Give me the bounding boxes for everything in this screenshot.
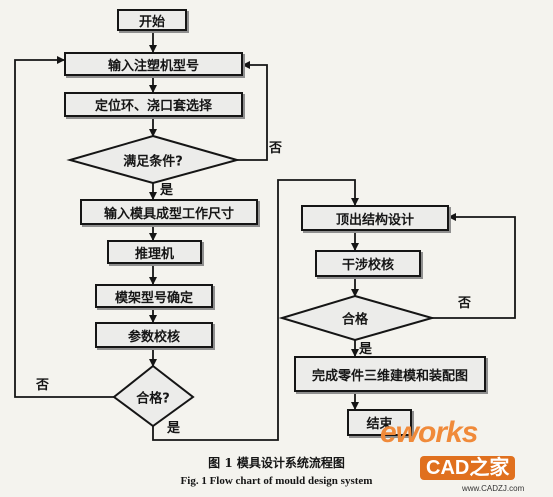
start-box: 开始 bbox=[117, 9, 187, 31]
input-machine-model-box: 输入注塑机型号 bbox=[64, 52, 243, 76]
figure-caption-english: Fig. 1 Flow chart of mould design system bbox=[180, 475, 373, 487]
input-mould-size-box: 输入模具成型工作尺寸 bbox=[80, 199, 258, 225]
interference-check-box: 干涉校核 bbox=[315, 250, 421, 277]
param-check-box: 参数校核 bbox=[95, 322, 213, 348]
figure-caption-chinese: 图 1 模具设计系统流程图 bbox=[208, 456, 345, 470]
decision-qualified-right bbox=[278, 294, 436, 342]
watermark-eworks-logo: eworks bbox=[380, 416, 478, 449]
no-label-qualified-left: 否 bbox=[36, 378, 50, 393]
yes-label-qualified-right: 是 bbox=[359, 342, 373, 357]
watermark-cad-logo: CAD之家 bbox=[420, 456, 516, 480]
decision-condition-label: 满足条件? bbox=[123, 154, 183, 170]
inference-engine-box: 推理机 bbox=[107, 240, 202, 264]
model-3d-assembly-box: 完成零件三维建模和装配图 bbox=[294, 356, 486, 392]
decision-qualified-right-label: 合格 bbox=[341, 312, 369, 328]
decision-condition bbox=[66, 134, 241, 185]
locate-ring-select-box: 定位环、浇口套选择 bbox=[64, 92, 243, 117]
watermark-url: www.CADZJ.com bbox=[462, 484, 525, 493]
mould-frame-select-box: 模架型号确定 bbox=[95, 284, 213, 308]
no-label-qualified-right: 否 bbox=[458, 296, 472, 311]
no-label-condition: 否 bbox=[269, 141, 283, 156]
yes-label-condition: 是 bbox=[160, 183, 174, 198]
decision-qualified-left bbox=[112, 364, 195, 428]
end-box: 结束 bbox=[347, 409, 412, 436]
decision-qualified-left-label: 合格? bbox=[136, 391, 170, 407]
yes-label-qualified-left: 是 bbox=[167, 421, 181, 436]
ejector-design-box: 顶出结构设计 bbox=[301, 205, 449, 231]
